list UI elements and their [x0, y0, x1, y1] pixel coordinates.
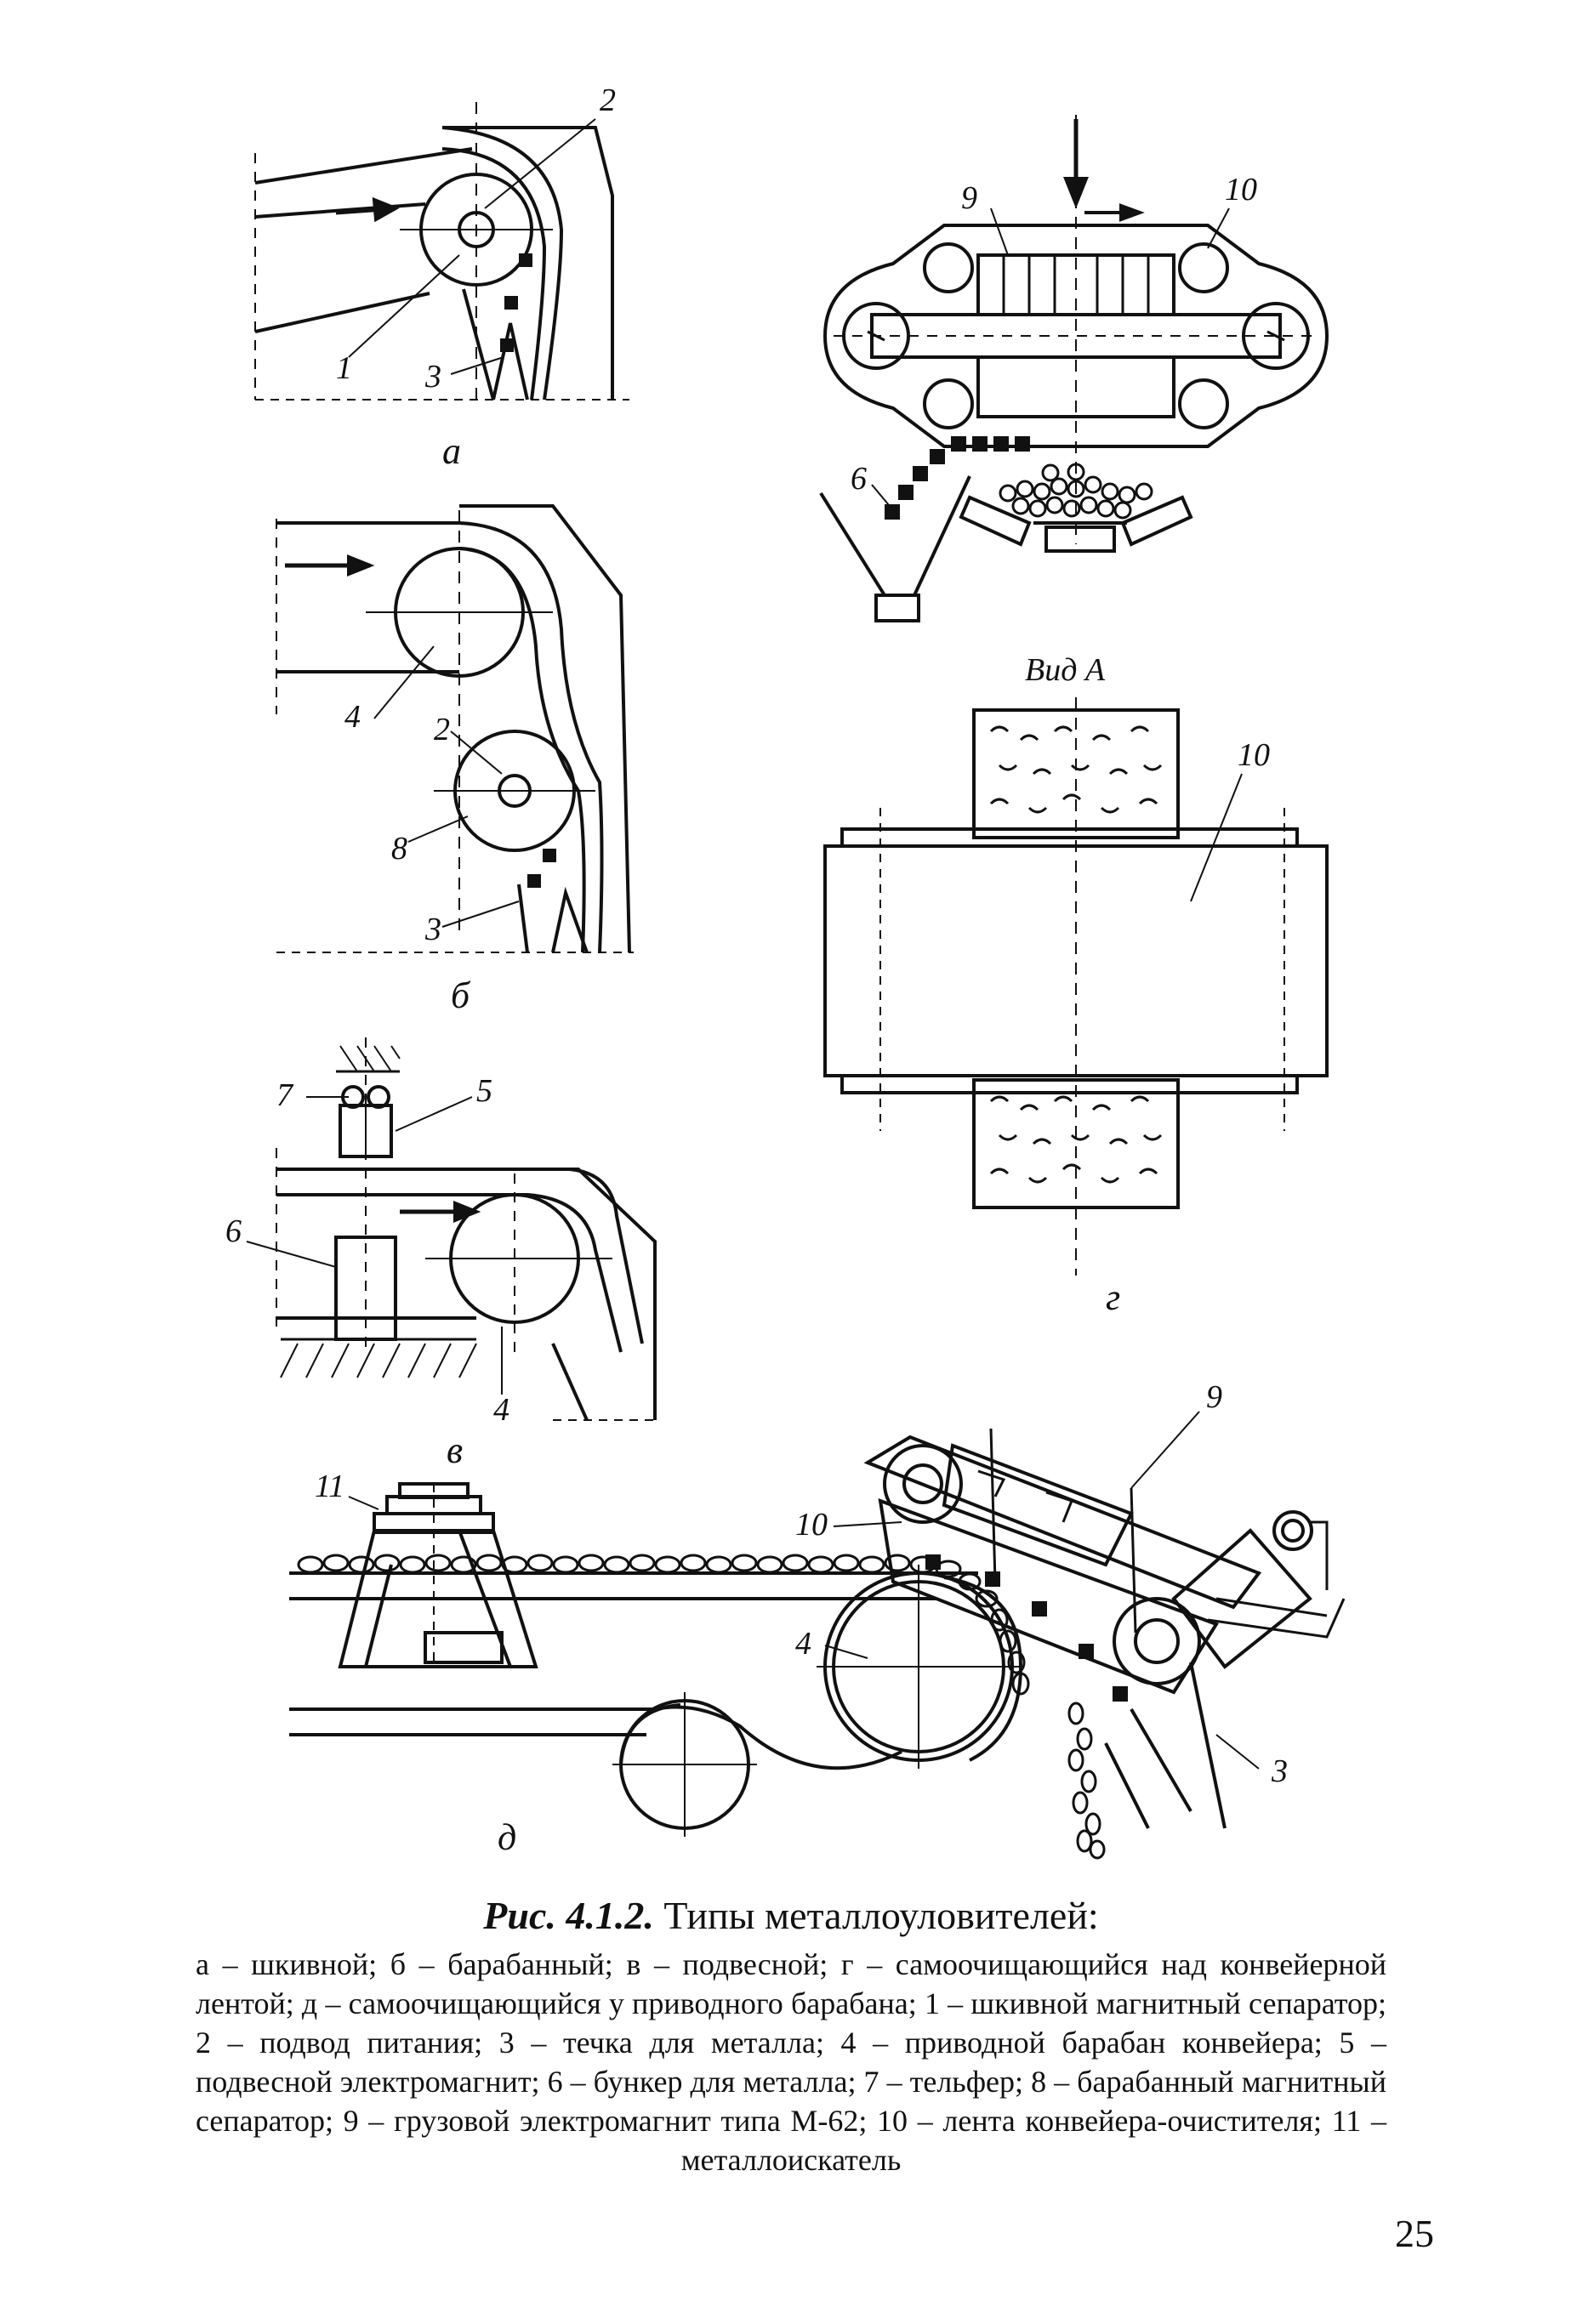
label-d-3: 3 — [1271, 1753, 1288, 1789]
label-g-10: 10 — [1238, 737, 1270, 773]
diagram-g-top: 9 10 6 Вид А — [819, 115, 1329, 688]
caption-title-line: Рис. 4.1.2. Типы металлоуловителей: — [196, 1892, 1386, 1940]
figure-number: Рис. 4.1.2. — [483, 1894, 654, 1937]
figure-caption: Рис. 4.1.2. Типы металлоуловителей: а – … — [196, 1892, 1386, 2179]
view-a-label: Вид А — [1025, 652, 1106, 688]
label-b-2: 2 — [434, 712, 450, 747]
caption-title: Типы металлоуловителей: — [663, 1894, 1099, 1937]
caption-text: а – шкивной; б – барабанный; в – подвесн… — [196, 1947, 1386, 2177]
diagram-d: 9 11 10 4 3 д — [289, 1379, 1346, 1860]
label-v-6: 6 — [225, 1213, 242, 1249]
label-d-4: 4 — [795, 1626, 811, 1662]
label-d-10: 10 — [795, 1507, 828, 1543]
figure-drawings: 2 1 3 а 4 2 8 3 б — [225, 82, 1346, 1860]
diagram-b: 4 2 8 3 б — [276, 504, 634, 1016]
label-a-1: 1 — [336, 350, 352, 386]
sublabel-d: д — [498, 1816, 516, 1858]
label-g-top-9: 9 — [961, 180, 977, 216]
label-v-7: 7 — [276, 1077, 294, 1113]
sublabel-g: г — [1106, 1276, 1120, 1318]
diagram-v: 7 5 6 4 в — [225, 1037, 659, 1471]
label-d-9: 9 — [1206, 1379, 1222, 1415]
label-b-4: 4 — [344, 699, 361, 735]
diagram-a: 2 1 3 а — [254, 82, 629, 472]
label-v-4: 4 — [493, 1392, 509, 1428]
label-d-11: 11 — [315, 1469, 344, 1504]
label-a-2: 2 — [600, 82, 616, 118]
page-number: 25 — [1395, 2212, 1434, 2255]
sublabel-b: б — [451, 974, 471, 1016]
label-g-top-6: 6 — [851, 461, 867, 497]
label-b-3: 3 — [424, 912, 441, 947]
label-a-3: 3 — [424, 359, 441, 395]
sublabel-a: а — [442, 430, 461, 472]
label-g-top-10: 10 — [1225, 172, 1257, 207]
sublabel-v: в — [447, 1429, 463, 1471]
label-b-8: 8 — [391, 831, 407, 867]
diagram-g: 10 г — [823, 697, 1329, 1318]
label-v-5: 5 — [476, 1073, 492, 1109]
